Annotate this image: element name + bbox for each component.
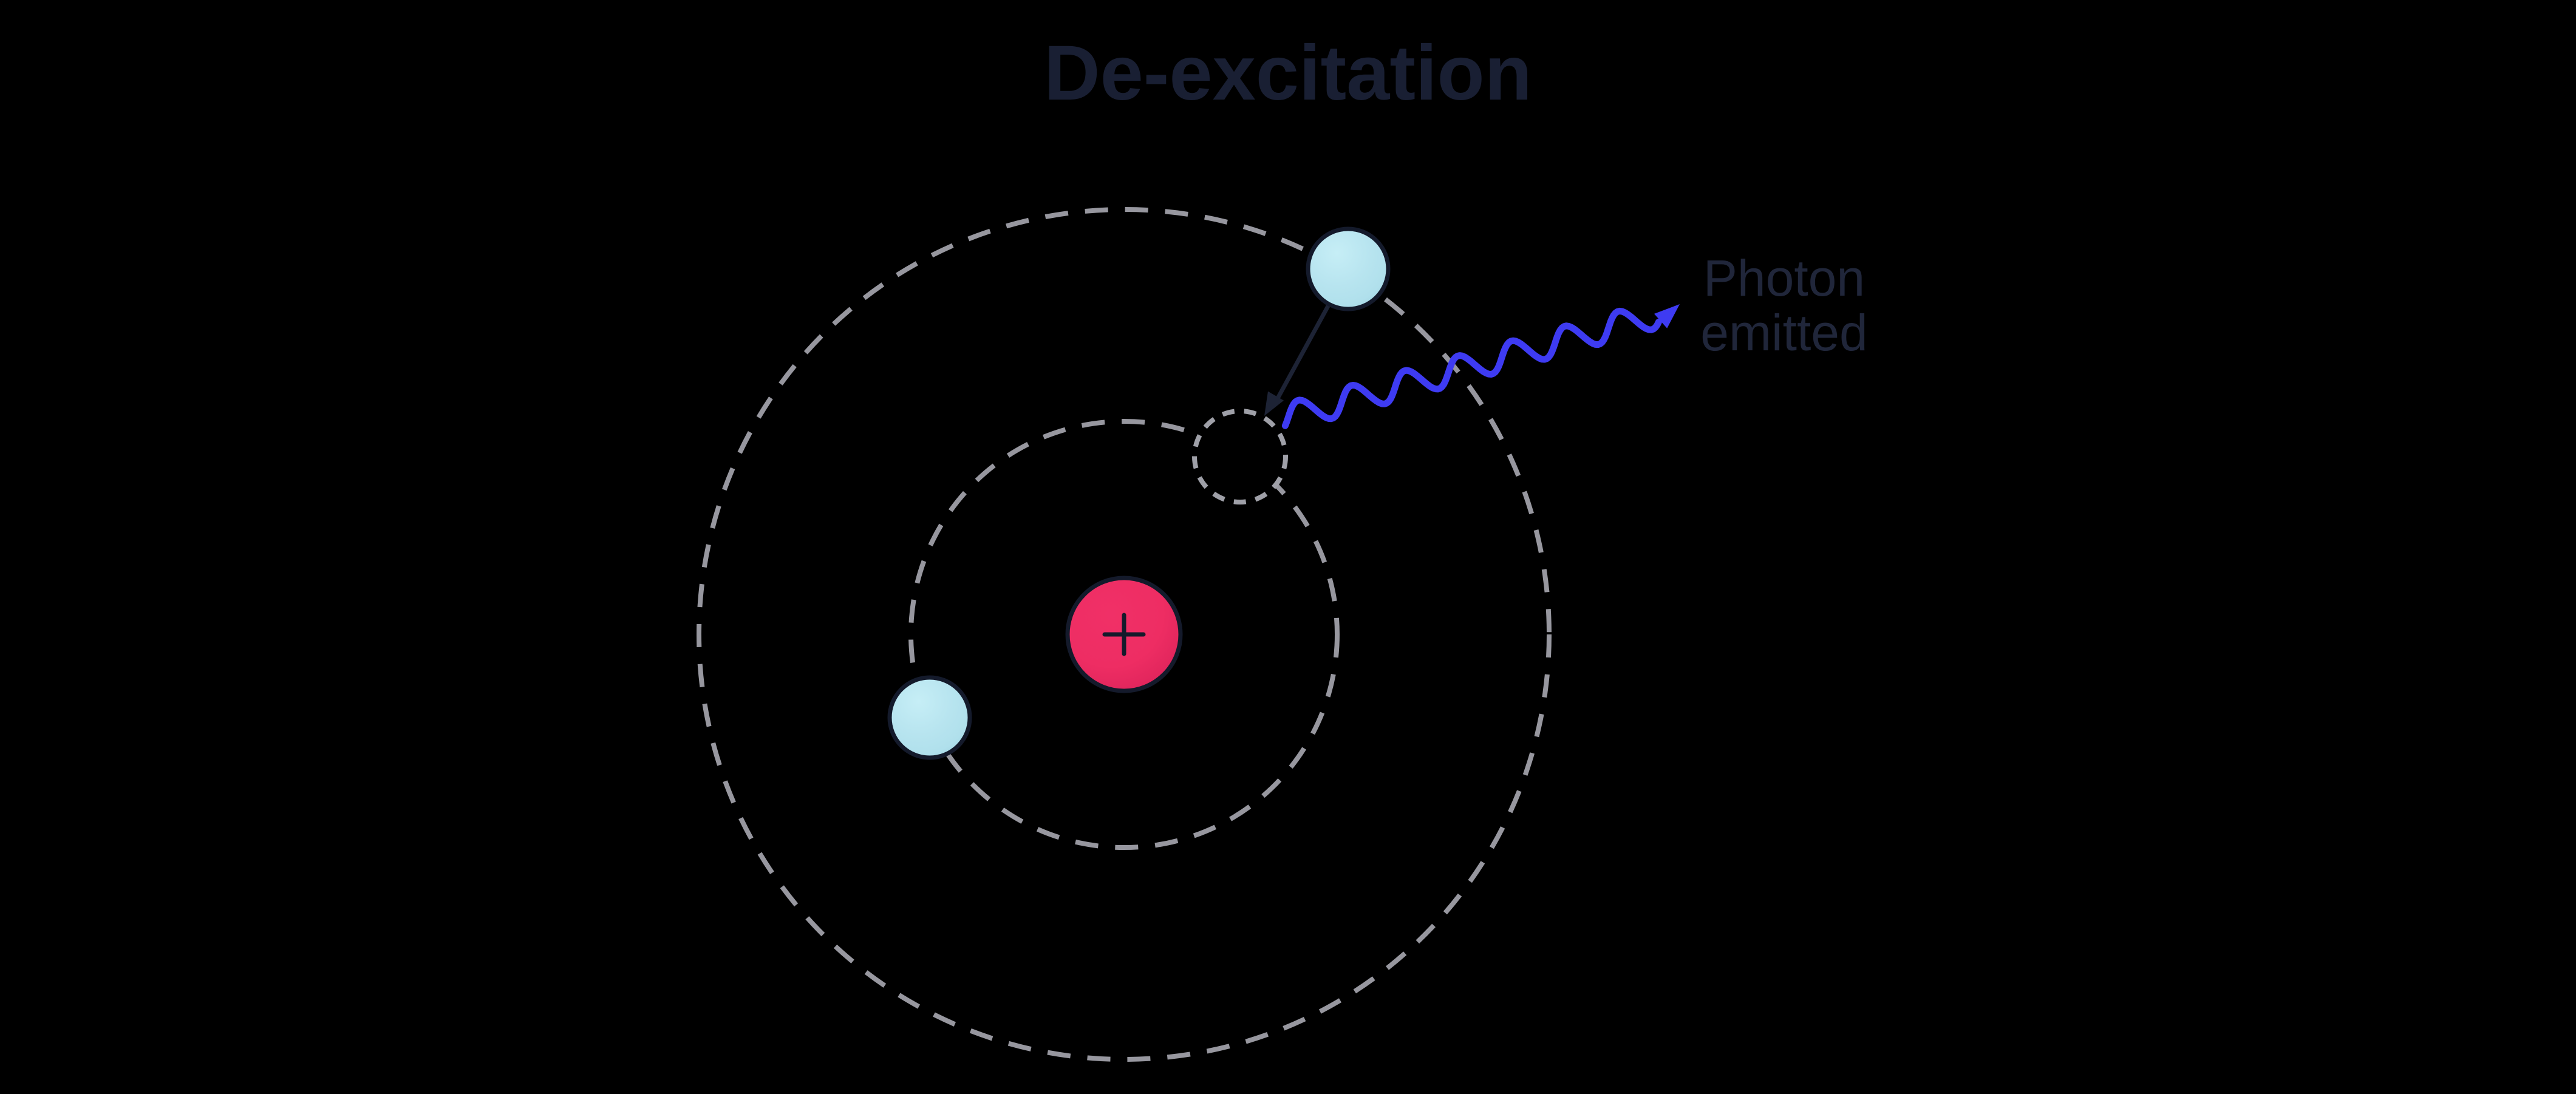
electron-outer-shell <box>1306 226 1391 311</box>
photon-wave <box>1281 307 1662 429</box>
vacancy-mask <box>1194 411 1286 502</box>
photon-label-line2: emitted <box>1700 304 1868 361</box>
photon-emitted-label: Photon emitted <box>1700 251 1867 360</box>
transition-arrowhead-icon <box>1264 391 1284 416</box>
photon-label-line1: Photon <box>1703 250 1866 307</box>
electron-vacancy-circle <box>1192 409 1288 505</box>
orbit-outer-shell <box>697 207 1552 1062</box>
electron-inner-shell <box>887 675 972 760</box>
photon-arrowhead-icon <box>1654 304 1680 328</box>
nucleus <box>1065 576 1183 693</box>
orbit-inner-shell <box>908 419 1340 850</box>
transition-arrow-line <box>1275 293 1337 399</box>
page-title: De-excitation <box>1044 30 1532 117</box>
